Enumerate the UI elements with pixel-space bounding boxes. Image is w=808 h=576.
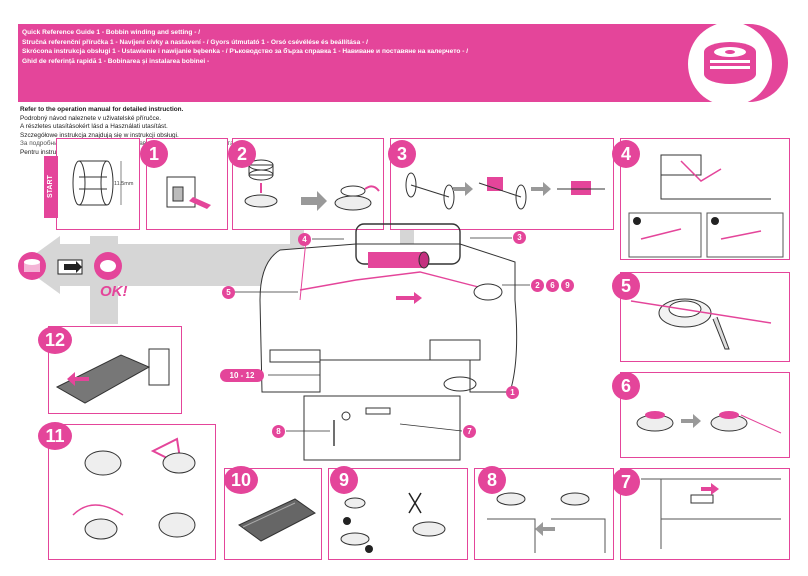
header-line-1: Quick Reference Guide 1 - Bobbin winding… [22,29,201,36]
header-line-4: Ghid de referință rapidă 1 - Bobinarea ș… [22,57,210,65]
header-title: Quick Reference Guide 1 - Bobbin winding… [22,28,468,66]
callout-5: 5 [222,286,235,299]
ok-label: OK! [100,283,128,300]
step-badge-10: 10 [224,466,258,494]
header-line-3: Skrócona instrukcja obsługi 1 - Ustawien… [22,48,469,55]
callout-7: 7 [463,425,476,438]
instruction-line: Refer to the operation manual for detail… [20,106,184,113]
step-badge-7: 7 [612,468,640,496]
callout-9: 9 [561,279,574,292]
step-badge-2: 2 [228,140,256,168]
step-5-panel [620,272,790,362]
flow-band [60,244,252,286]
step-badge-12: 12 [38,326,72,354]
step-11-panel [48,424,216,560]
step-4-panel [620,138,790,260]
step-badge-1: 1 [140,140,168,168]
step-3-panel [390,138,614,230]
measurement-label: 11.5mm [114,181,134,187]
instruction-line: Szczegółowe instrukcja znajdują się w in… [20,131,179,139]
step-badge-3: 3 [388,140,416,168]
callout-2: 2 [531,279,544,292]
step-badge-5: 5 [612,272,640,300]
callout-3: 3 [513,231,526,244]
step-badge-4: 4 [612,140,640,168]
step-6-panel [620,372,790,458]
step-2-panel [232,138,384,230]
start-panel [56,138,140,230]
bobbin-logo-icon [688,22,772,106]
step-badge-8: 8 [478,466,506,494]
step-badge-11: 11 [38,422,72,450]
step-badge-6: 6 [612,372,640,400]
step-badge-9: 9 [330,466,358,494]
header-line-2: Stručná referenční příručka 1 - Navíjení… [22,38,368,46]
instruction-line: Podrobný návod naleznete v uživatelské p… [20,114,162,122]
callout-10-12: 10 - 12 [220,369,264,382]
callout-1: 1 [506,386,519,399]
instruction-line: A részletes utasításokért lásd a Használ… [20,123,168,131]
callout-8: 8 [272,425,285,438]
callout-4: 4 [298,233,311,246]
callout-6: 6 [546,279,559,292]
step-7-panel [620,468,790,560]
header-banner [18,24,788,102]
